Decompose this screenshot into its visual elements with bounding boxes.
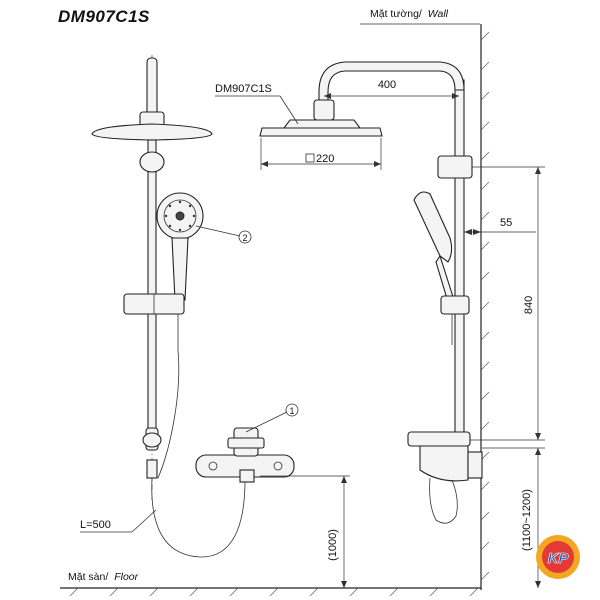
- side-head-connector: [313, 99, 335, 121]
- front-hose-loop: [151, 477, 246, 558]
- side-overhead-arm: [318, 61, 465, 101]
- head-diameter-value: 220: [316, 153, 334, 165]
- callout-1-leader: [245, 411, 288, 433]
- side-main-rail: [454, 79, 465, 441]
- diameter-symbol: [305, 153, 315, 163]
- svg-text:KP: KP: [548, 550, 570, 567]
- wall-label: Mặt tường/ Wall: [370, 8, 449, 20]
- head-height-value: (1100~1200): [521, 489, 533, 551]
- model-callout-label: DM907C1S: [215, 83, 272, 95]
- model-callout-leader: [279, 95, 299, 125]
- callout-2-circle: [238, 230, 252, 244]
- side-view: [259, 61, 483, 524]
- front-diverter-knob: [139, 151, 165, 173]
- floor: [60, 587, 481, 597]
- wall: [480, 24, 490, 590]
- hose-length-label: L=500: [80, 519, 111, 531]
- rail-height-value: 840: [523, 296, 535, 314]
- side-slide-bracket: [440, 295, 470, 315]
- floor-label: Mặt sàn/ Floor: [68, 571, 139, 583]
- front-overhead-shower-head: [91, 123, 213, 141]
- callout-2-number: 2: [242, 233, 247, 243]
- mixer-height-value: (1000): [327, 529, 339, 561]
- front-view: [91, 55, 295, 558]
- bracket-offset-value: 55: [500, 217, 512, 229]
- bracket-offset-dimension: [464, 229, 536, 235]
- front-hand-shower-handle: [171, 237, 189, 301]
- front-main-rail: [147, 139, 157, 431]
- kp-logo: KP: [536, 535, 580, 579]
- callout-1-number: 1: [289, 406, 294, 416]
- rail-height-dimension: [470, 166, 545, 441]
- head-height-dimension: [482, 447, 545, 588]
- arm-length-dimension: [324, 93, 459, 99]
- head-diameter-dimension: [260, 138, 382, 170]
- hose-length-leader: [131, 509, 157, 533]
- callout-2-leader: [195, 225, 241, 237]
- front-mixer: [195, 427, 295, 483]
- mixer-height-dimension: [260, 475, 350, 588]
- front-top-pipe: [146, 57, 158, 121]
- arm-length-value: 400: [378, 79, 396, 91]
- model-title: DM907C1S: [58, 7, 150, 26]
- side-rail-bracket: [437, 155, 473, 179]
- side-hand-shower: [413, 191, 453, 263]
- side-overhead-shower-head: [259, 127, 383, 137]
- callout-1-circle: [285, 403, 299, 417]
- front-hose-nut: [146, 459, 158, 479]
- side-mixer: [407, 431, 483, 524]
